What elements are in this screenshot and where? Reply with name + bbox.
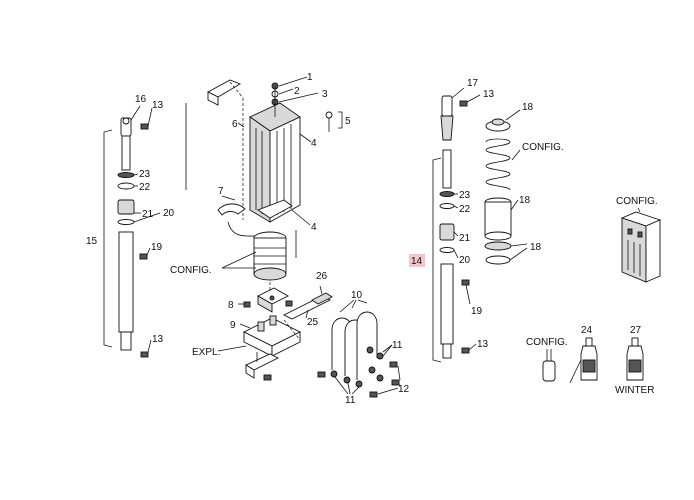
right-actuator-assembly xyxy=(432,87,481,363)
callout-25: 25 xyxy=(307,317,319,328)
callout-21-left: 21 xyxy=(142,209,154,220)
callout-21-right: 21 xyxy=(459,233,471,244)
callout-10: 10 xyxy=(351,290,363,301)
callout-22-right: 22 xyxy=(459,204,471,215)
bottom-right-items xyxy=(542,337,644,384)
callout-12: 12 xyxy=(398,384,410,395)
center-motor-assembly xyxy=(185,76,343,381)
callout-23-left: 23 xyxy=(139,169,151,180)
callout-8: 8 xyxy=(228,300,234,311)
label-config-motor: CONFIG. xyxy=(170,265,212,276)
callout-4-top: 4 xyxy=(311,138,317,149)
callout-9: 9 xyxy=(230,320,236,331)
callout-19-right: 19 xyxy=(471,306,483,317)
callout-24: 24 xyxy=(581,325,593,336)
callout-18-bottom: 18 xyxy=(530,242,542,253)
label-expl: EXPL. xyxy=(192,347,220,358)
label-winter: WINTER xyxy=(615,385,654,396)
callout-3: 3 xyxy=(322,89,328,100)
callout-16: 16 xyxy=(135,94,147,105)
battery-pack xyxy=(620,207,662,283)
callout-14: 14 xyxy=(411,256,423,267)
callout-13-right-bottom: 13 xyxy=(477,339,489,350)
callout-27: 27 xyxy=(630,325,642,336)
callout-17: 17 xyxy=(467,78,479,89)
callout-11-right: 11 xyxy=(392,340,403,351)
callout-23-right: 23 xyxy=(459,190,471,201)
callout-22-left: 22 xyxy=(139,182,151,193)
callout-20-right: 20 xyxy=(459,255,471,266)
label-config-spring: CONFIG. xyxy=(522,142,564,153)
callout-13-left-bottom: 13 xyxy=(152,334,164,345)
callout-18-top: 18 xyxy=(522,102,534,113)
left-actuator-assembly xyxy=(103,105,161,358)
callout-13-left-top: 13 xyxy=(152,100,164,111)
callout-18-middle: 18 xyxy=(519,195,531,206)
label-config-capacitor: CONFIG. xyxy=(526,337,568,348)
u-bolt-clamps xyxy=(317,299,401,398)
callout-20-left: 20 xyxy=(163,208,175,219)
callout-19-left: 19 xyxy=(151,242,163,253)
label-config-battery: CONFIG. xyxy=(616,196,658,207)
callout-11-bottom: 11 xyxy=(345,395,356,406)
spring-stack xyxy=(484,109,528,265)
callout-2: 2 xyxy=(294,86,300,97)
callout-4-bottom: 4 xyxy=(311,222,317,233)
callout-5: 5 xyxy=(345,116,351,127)
callout-13-right-top: 13 xyxy=(483,89,495,100)
callout-labels: 1 2 3 4 4 5 6 7 8 9 10 11 11 12 13 13 13… xyxy=(86,72,658,406)
callout-1: 1 xyxy=(307,72,313,83)
callout-14-highlight xyxy=(409,254,425,267)
callout-7: 7 xyxy=(218,186,224,197)
callout-6: 6 xyxy=(232,119,238,130)
callout-15: 15 xyxy=(86,236,98,247)
callout-26: 26 xyxy=(316,271,328,282)
